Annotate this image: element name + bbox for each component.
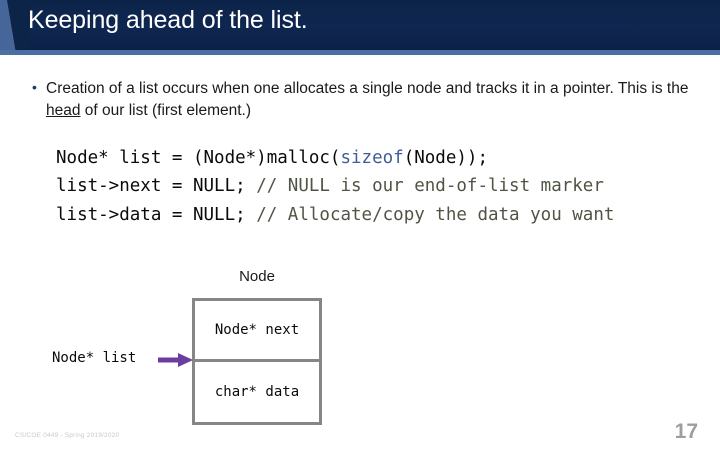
bullet-list: • Creation of a list occurs when one all… [32,78,692,122]
code-line-3-text: list->data = NULL; [56,204,257,225]
slide-header: Keeping ahead of the list. [0,0,720,50]
code-line-2-comment: // NULL is our end-of-list marker [256,176,604,197]
list-item: • Creation of a list occurs when one all… [32,78,692,122]
header-underbar [0,50,720,55]
pointer-label-list: Node* list [52,350,137,366]
bullet-text-part2: of our list (first element.) [80,102,252,119]
node-field-next: Node* next [195,301,319,362]
node-field-data: char* data [214,383,300,400]
code-line-3: list->data = NULL; // Allocate/copy the … [56,201,614,229]
page-number: 17 [674,420,698,443]
code-line-2: list->next = NULL; // NULL is our end-of… [56,172,614,200]
page-title: Keeping ahead of the list. [28,6,308,34]
code-line-2-text: list->next = NULL; [56,176,257,197]
code-line-1-text-b: (Node)); [403,148,488,168]
footer-course-note: CS/COE 0449 - Spring 2019/2020 [15,432,120,439]
bullet-item-text: Creation of a list occurs when one alloc… [46,78,692,122]
node-diagram-caption: Node [239,268,275,285]
node-struct-box: Node* next char* data [192,298,322,425]
bullet-text-part1: Creation of a list occurs when one alloc… [46,80,689,97]
code-line-1: Node* list = (Node*)malloc(sizeof(Node))… [56,144,614,172]
bullet-text-emphasis: head [46,102,81,119]
code-keyword-sizeof: sizeof [340,148,404,168]
code-line-1-text-a: Node* list = (Node*)malloc( [56,148,341,168]
arrow-right-icon [158,353,193,367]
code-line-3-comment: // Allocate/copy the data you want [256,204,615,225]
code-snippet: Node* list = (Node*)malloc(sizeof(Node))… [56,144,614,229]
